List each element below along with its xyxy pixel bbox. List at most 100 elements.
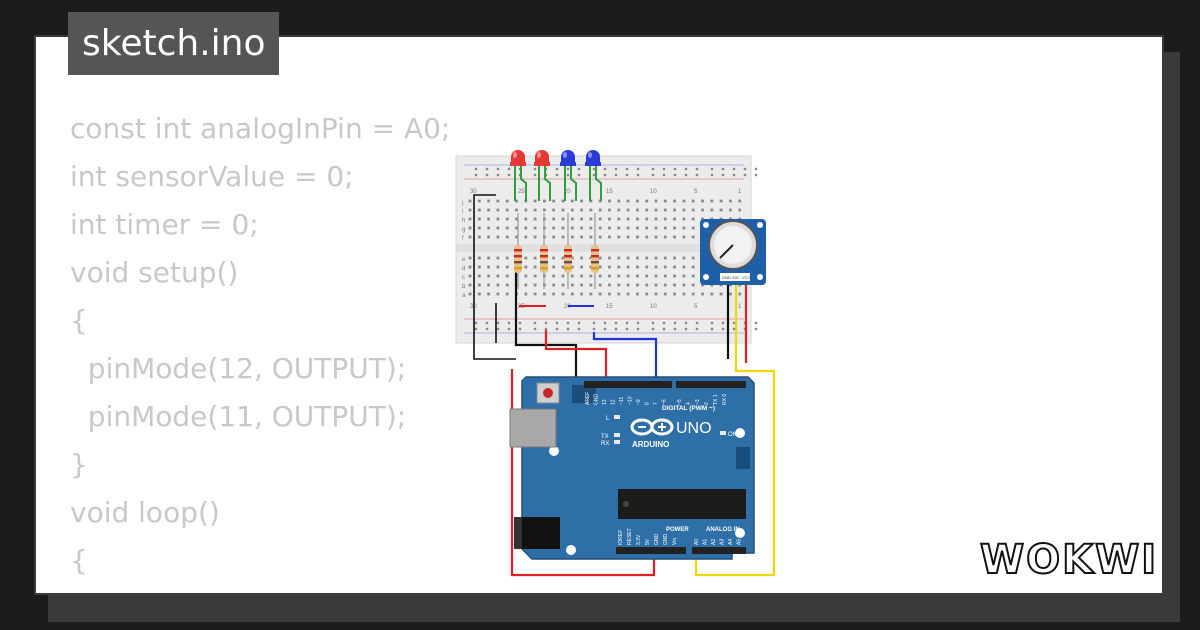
bb-hole [570,265,574,269]
led [560,150,576,166]
bb-hole [636,265,639,269]
pot-pin-label: VCC [742,275,751,280]
bb-hole [636,199,639,203]
bb-rail-hole [485,173,489,177]
pot-pin-label: GND [722,275,731,280]
digital-label: DIGITAL (PWM ~) [662,405,715,412]
potentiometer: GND SIG VCC [700,219,766,285]
usb-connector [509,408,557,448]
bb-rail-hole [507,321,511,325]
code-snippet: const int analogInPin = A0;int sensorVal… [70,105,658,593]
bb-rail-hole [496,327,500,331]
bb-rail-hole [673,167,677,171]
bb-rail-hole [496,321,500,325]
bb-rail-hole [651,173,655,177]
bb-hole [617,292,621,296]
bb-hole [580,235,583,239]
pin-label: GND [594,394,600,406]
bb-hole [645,217,649,221]
bb-rail-hole [485,167,489,171]
bb-hole [626,292,630,296]
bb-hole [701,283,704,287]
bb-rail-hole [566,167,570,171]
bb-hole [533,283,537,287]
bb-col-label: 10 [650,304,657,310]
bb-rail-hole [533,327,537,331]
pin-label: 7 [653,402,659,405]
bb-rail-hole [518,321,522,325]
bb-rail-hole [754,327,758,331]
code-line: const int analogInPin = A0; [70,112,451,145]
bb-row-label: j [461,200,463,206]
bb-rail-hole [614,321,618,325]
bb-rail-hole [743,173,747,177]
bb-hole [636,256,639,260]
bb-hole [552,283,556,287]
bb-hole [468,256,472,260]
bb-hole [701,292,704,296]
bb-hole [505,226,509,230]
bb-hole [561,256,565,260]
bb-rail-hole [710,327,714,331]
bb-hole [673,265,676,269]
pin-label: 5V [645,538,651,545]
bb-hole [477,292,481,296]
bb-rail-hole [566,173,570,177]
pin-label: ~9 [636,399,642,405]
bb-hole [552,274,556,278]
bb-rail-hole [518,327,522,331]
bb-hole [561,292,565,296]
bb-hole [515,208,518,212]
bb-hole [570,283,574,287]
bb-hole [477,217,481,221]
bb-hole [468,265,472,269]
bb-rail-hole [544,321,548,325]
bb-hole [580,265,583,269]
resistor [514,213,522,289]
bb-hole [496,265,500,269]
bb-rail-hole [603,321,607,325]
code-line: int timer = 0; [70,208,259,241]
pin-label: A5 [737,539,743,545]
bb-hole [580,256,583,260]
bb-hole [580,274,583,278]
bb-hole [729,208,732,212]
bb-hole [533,208,537,212]
pin-label: ~5 [677,399,683,405]
code-line: void setup() [70,256,239,289]
bb-hole [496,199,500,203]
bb-rail-hole [636,321,640,325]
bb-rail-hole [754,321,758,325]
bb-hole [496,208,500,212]
bb-hole [580,292,583,296]
bb-hole [654,274,658,278]
bb-hole [608,208,611,212]
bb-hole [487,292,490,296]
bb-hole [608,217,611,221]
bb-hole [617,256,621,260]
bb-rail-hole [555,173,559,177]
bb-rail-hole [636,173,640,177]
bb-rail-hole [555,327,559,331]
bb-col-label: 5 [694,304,698,310]
pin-label: Vin [672,538,678,545]
bb-rail-hole [695,173,699,177]
bb-hole [673,274,676,278]
bb-hole [505,274,509,278]
bb-hole [691,283,695,287]
pin-label: A2 [711,539,717,545]
bb-hole [626,265,630,269]
bb-col-label: 5 [694,189,698,195]
bb-rail-hole [496,173,500,177]
bb-hole [719,199,723,203]
bb-hole [552,199,556,203]
bb-hole [468,199,472,203]
bb-rail-hole [662,173,666,177]
bb-hole [710,199,714,203]
bb-hole [496,217,500,221]
bb-rail-hole [732,327,736,331]
bb-hole [645,292,649,296]
bb-hole [589,217,593,221]
bb-hole [533,256,537,260]
bb-hole [673,199,676,203]
